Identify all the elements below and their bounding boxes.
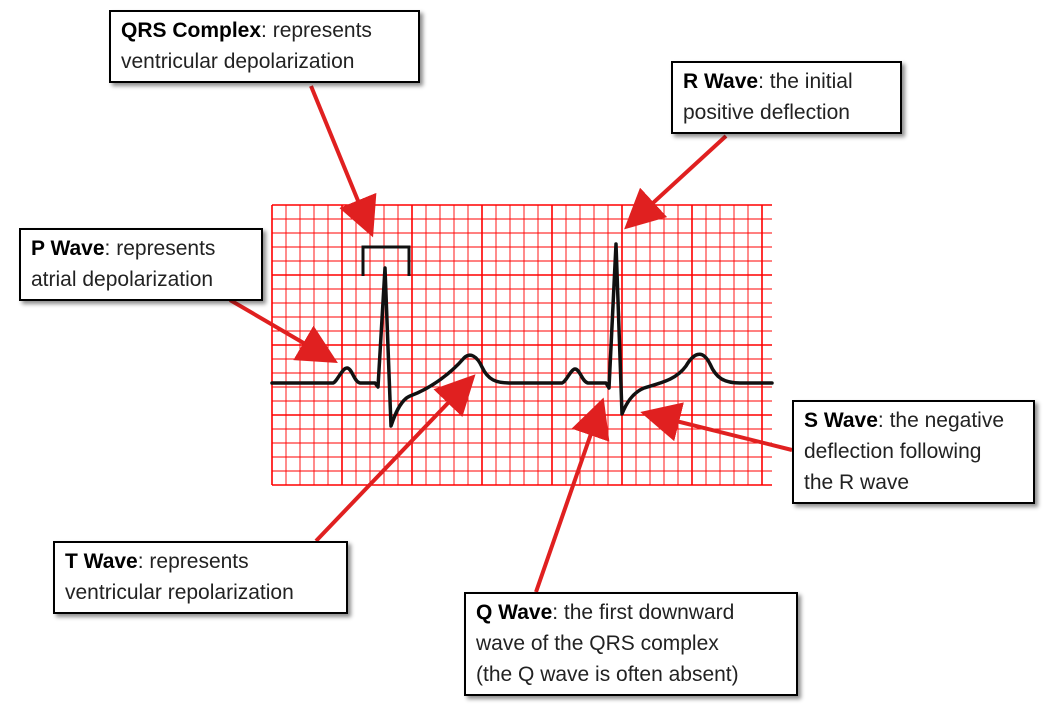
- qrs-complex-label: QRS Complex: represents ventricular depo…: [109, 10, 420, 83]
- p-term: P Wave: [31, 237, 105, 260]
- arrows: [228, 85, 793, 593]
- s-line3: the R wave: [804, 471, 910, 494]
- q-term: Q Wave: [476, 601, 553, 624]
- r-term: R Wave: [683, 70, 759, 93]
- qrs-arrow: [309, 85, 377, 238]
- qrs-line2: ventricular depolarization: [121, 50, 355, 73]
- ecg-grid: [271, 204, 772, 486]
- s-term: S Wave: [804, 409, 878, 432]
- qrs-line1: : represents: [261, 19, 372, 42]
- q-line3: (the Q wave is often absent): [476, 663, 739, 686]
- t-wave-label: T Wave: represents ventricular repolariz…: [53, 541, 348, 614]
- s-line1: : the negative: [877, 409, 1005, 432]
- p-line1: : represents: [104, 237, 216, 260]
- ecg-trace: [270, 242, 774, 428]
- p-wave-arrow: [228, 298, 338, 364]
- t-wave-arrow: [314, 374, 476, 543]
- t-line1: : represents: [137, 550, 249, 573]
- qrs-bracket: [361, 245, 411, 276]
- p-line2: atrial depolarization: [31, 268, 214, 291]
- q-wave-arrow: [534, 397, 610, 593]
- r-wave-arrow: [624, 134, 728, 230]
- s-wave-arrow: [640, 402, 793, 452]
- r-line2: positive deflection: [683, 101, 850, 124]
- qrs-term: QRS Complex: [121, 19, 262, 42]
- r-wave-label: R Wave: the initial positive deflection: [671, 61, 902, 134]
- t-term: T Wave: [65, 550, 138, 573]
- p-wave-label: P Wave: represents atrial depolarization: [19, 228, 263, 301]
- q-line2: wave of the QRS complex: [476, 632, 719, 655]
- s-wave-label: S Wave: the negative deflection followin…: [792, 400, 1035, 504]
- r-line1: : the initial: [758, 70, 853, 93]
- s-line2: deflection following: [804, 440, 982, 463]
- t-line2: ventricular repolarization: [65, 581, 294, 604]
- q-wave-label: Q Wave: the first downward wave of the Q…: [464, 592, 798, 696]
- q-line1: : the first downward: [552, 601, 735, 624]
